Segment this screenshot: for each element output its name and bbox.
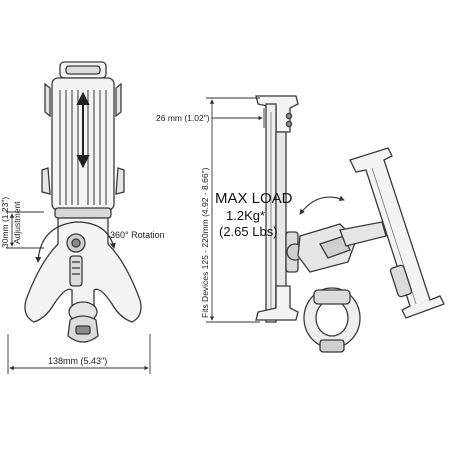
width-dimension — [7, 334, 151, 374]
adjustment-label-line1: 30mm (1.23") — [0, 197, 10, 248]
angled-view-mount — [297, 147, 445, 353]
width-label: 138mm (5.43") — [48, 356, 107, 366]
side-view-mount — [255, 95, 304, 323]
max-load-kg: 1.2Kg* — [226, 208, 265, 223]
swivel-arrow-icon — [299, 195, 345, 215]
max-load-block: MAX LOAD 1.2Kg* (2.65 Lbs) — [215, 190, 293, 239]
device-fit-label: Fits Devices 125 - 220mm (4.92 - 8.66") — [200, 167, 210, 318]
depth-dimension — [212, 108, 265, 128]
adjustment-dimension — [6, 211, 44, 249]
depth-label: 26 mm (1.02") — [156, 113, 210, 123]
device-fit-dimension — [206, 97, 260, 323]
rotation-arrow-icon — [35, 221, 116, 263]
max-load-lbs: (2.65 Lbs) — [219, 224, 278, 239]
extension-arrow-icon — [76, 91, 90, 169]
adjustment-label-line2: Adjustment — [12, 201, 22, 244]
max-load-title: MAX LOAD — [215, 190, 293, 207]
front-view-mount — [24, 61, 142, 343]
rotation-label: 360° Rotation — [110, 230, 165, 240]
